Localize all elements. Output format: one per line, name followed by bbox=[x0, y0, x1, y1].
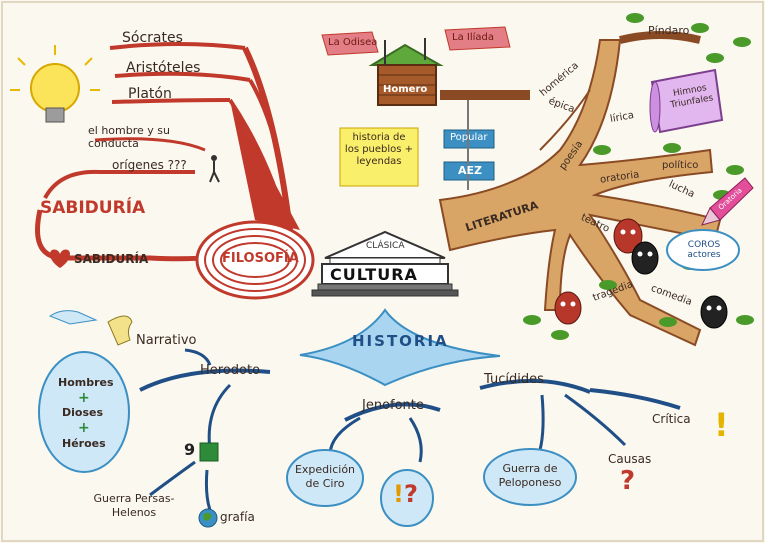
label-peloponeso: Guerra de Peloponeso bbox=[498, 462, 562, 489]
label-expedicion: Expedición de Ciro bbox=[294, 463, 356, 490]
peloponeso-oval bbox=[483, 448, 577, 506]
homer-house-icon bbox=[368, 43, 444, 106]
question-icon: ? bbox=[620, 466, 636, 496]
label-hombres: Hombres bbox=[58, 376, 114, 389]
walking-man-icon bbox=[209, 155, 220, 183]
branch-aristoteles bbox=[114, 71, 251, 82]
label-grafia: grafía bbox=[220, 510, 255, 524]
branch-herodoto-down bbox=[207, 383, 232, 451]
label-love-sabiduria: SABIDURÍA bbox=[74, 252, 149, 266]
coros-cloud bbox=[666, 229, 740, 271]
question-exclaim-icon: !? bbox=[393, 480, 418, 508]
branch-geografia bbox=[204, 469, 212, 511]
branch-socrates bbox=[109, 42, 246, 50]
label-pindaro: Píndaro bbox=[648, 24, 690, 37]
expedicion-oval bbox=[286, 449, 364, 507]
flag-iliada bbox=[444, 26, 511, 51]
label-origenes: orígenes ??? bbox=[112, 158, 187, 172]
branch-herodoto bbox=[139, 368, 271, 392]
branch-jenofonte-question bbox=[408, 417, 423, 463]
branch-jenofonte bbox=[344, 402, 441, 422]
branch-platon bbox=[111, 98, 231, 104]
label-narrativo: Narrativo bbox=[136, 333, 197, 348]
label-nine: 9 bbox=[184, 440, 196, 459]
label-aristoteles: Aristóteles bbox=[126, 60, 201, 76]
branch-narrativo bbox=[184, 348, 212, 366]
branch-el-hombre bbox=[94, 137, 206, 152]
branch-merge bbox=[248, 78, 292, 229]
branch-peloponeso bbox=[538, 394, 545, 451]
globe-land bbox=[203, 512, 212, 521]
label-jenofonte: Jenofonte bbox=[362, 398, 424, 413]
history-note-card bbox=[339, 127, 419, 187]
label-guerra-persas: Guerra Persas-Helenos bbox=[93, 492, 175, 519]
historia-shape bbox=[299, 308, 501, 387]
label-tucidides: Tucídides bbox=[484, 372, 544, 387]
label-cultura: CULTURA bbox=[330, 265, 418, 284]
label-critica: Crítica bbox=[652, 412, 691, 426]
plus-icon-1: + bbox=[78, 390, 90, 406]
label-coros: COROS actores bbox=[687, 240, 721, 260]
tragedy-mask-icon bbox=[613, 218, 643, 254]
branch-expedicion bbox=[328, 416, 361, 456]
branch-critica bbox=[589, 388, 681, 410]
branch-guerra-persas bbox=[149, 460, 196, 497]
jenofonte-question-oval bbox=[380, 469, 434, 527]
flag-odisea bbox=[321, 31, 379, 56]
tragedy-mask-2-icon bbox=[554, 291, 582, 325]
label-popular: Popular bbox=[450, 132, 488, 143]
label-clasica: CLÁSICA bbox=[366, 241, 405, 251]
label-history-note: historia de los pueblos + leyendas bbox=[344, 132, 414, 167]
label-herodoto: Herodoto bbox=[200, 363, 261, 378]
suitcase-icon bbox=[199, 442, 219, 462]
label-la-iliada: La Ilíada bbox=[452, 32, 494, 43]
label-causas: Causas bbox=[608, 452, 652, 466]
heart-icon bbox=[50, 249, 70, 268]
filosofia-target bbox=[195, 220, 315, 300]
label-dioses: Dioses bbox=[62, 406, 104, 419]
comedy-mask-icon bbox=[631, 241, 659, 275]
exclaim-icon: ! bbox=[714, 406, 729, 444]
label-platon: Platón bbox=[128, 86, 172, 102]
label-filosofia: FILOSOFÍA bbox=[222, 251, 299, 266]
branch-causas bbox=[564, 393, 627, 447]
label-la-odisea: La Odisea bbox=[328, 37, 378, 48]
label-socrates: Sócrates bbox=[122, 30, 183, 46]
comedy-mask-2-icon bbox=[700, 295, 728, 329]
hymns-scroll bbox=[649, 68, 724, 134]
crayon-icon bbox=[701, 177, 754, 226]
lightbulb-icon bbox=[10, 45, 100, 123]
branch-origenes bbox=[43, 169, 195, 200]
label-aez: AEZ bbox=[458, 164, 483, 177]
face-profile-icon bbox=[107, 315, 133, 346]
label-historia: HISTORIA bbox=[352, 332, 449, 350]
temple-icon bbox=[311, 230, 459, 297]
label-homero: Homero bbox=[383, 84, 428, 95]
branch-tucidides bbox=[479, 378, 591, 394]
label-heroes: Héroes bbox=[62, 437, 106, 450]
beings-oval bbox=[38, 351, 130, 473]
label-sabiduria: SABIDURÍA bbox=[40, 198, 146, 218]
label-el-hombre: el hombre y su conducta bbox=[88, 124, 170, 150]
speech-bubble-icon bbox=[48, 310, 98, 325]
branch-wedge bbox=[230, 100, 300, 230]
plus-icon-2: + bbox=[78, 420, 90, 436]
label-politico: político bbox=[662, 160, 699, 171]
